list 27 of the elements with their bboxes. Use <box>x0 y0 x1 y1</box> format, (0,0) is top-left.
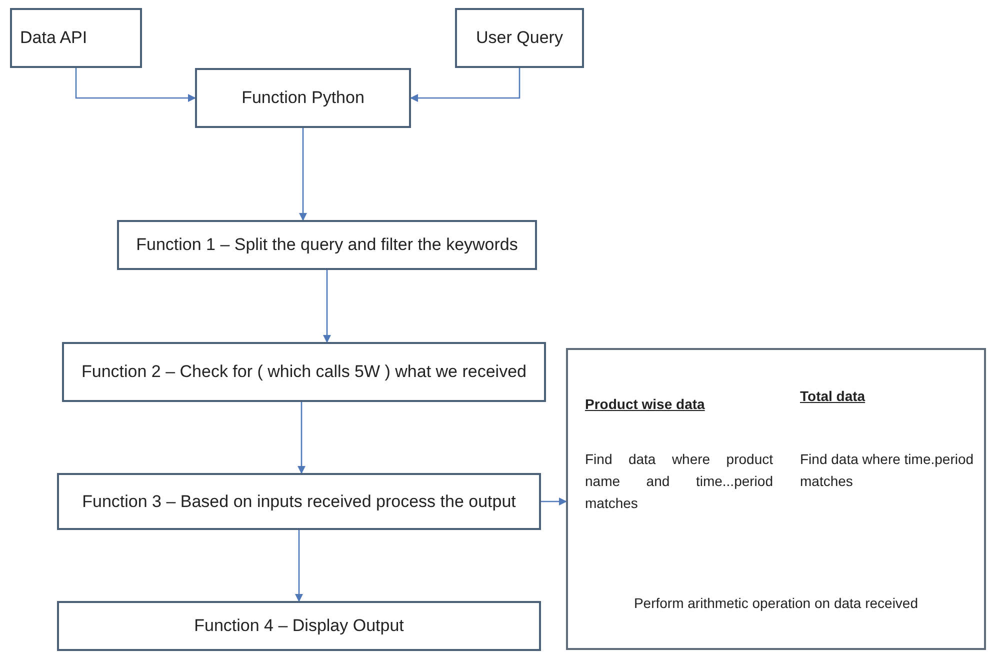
description-text: Find data where time.period matches <box>800 450 975 491</box>
arrow <box>299 128 307 221</box>
arrow <box>410 68 520 102</box>
arrow <box>541 498 567 506</box>
box-label: Function 2 – Check for ( which calls 5W ) what we received <box>81 361 526 384</box>
process-box <box>195 68 411 128</box>
box-label: Function 1 – Split the query and filter the keywords <box>136 234 518 256</box>
column-heading: Total data <box>800 387 866 406</box>
process-box <box>57 473 541 530</box>
arrow <box>298 402 306 474</box>
box-label: Function Python <box>242 87 364 110</box>
box-label: Function 4 – Display Output <box>194 615 404 638</box>
process-box <box>62 342 546 402</box>
process-box <box>455 8 584 68</box>
arrow <box>75 68 196 102</box>
box-label: Data API <box>20 27 88 50</box>
process-box <box>117 220 537 270</box>
process-box <box>57 601 541 651</box>
description-text: Find data where product name and time...period matches <box>585 450 773 513</box>
box-label: Function 3 – Based on inputs received process the output <box>82 490 516 513</box>
arrow <box>295 530 303 602</box>
box-label: User Query <box>476 27 563 50</box>
process-box <box>10 8 142 68</box>
description-text: Perform arithmetic operation on data received <box>632 594 920 613</box>
arrow <box>323 270 331 343</box>
detail-panel <box>566 348 986 650</box>
column-heading: Product wise data <box>585 395 705 414</box>
